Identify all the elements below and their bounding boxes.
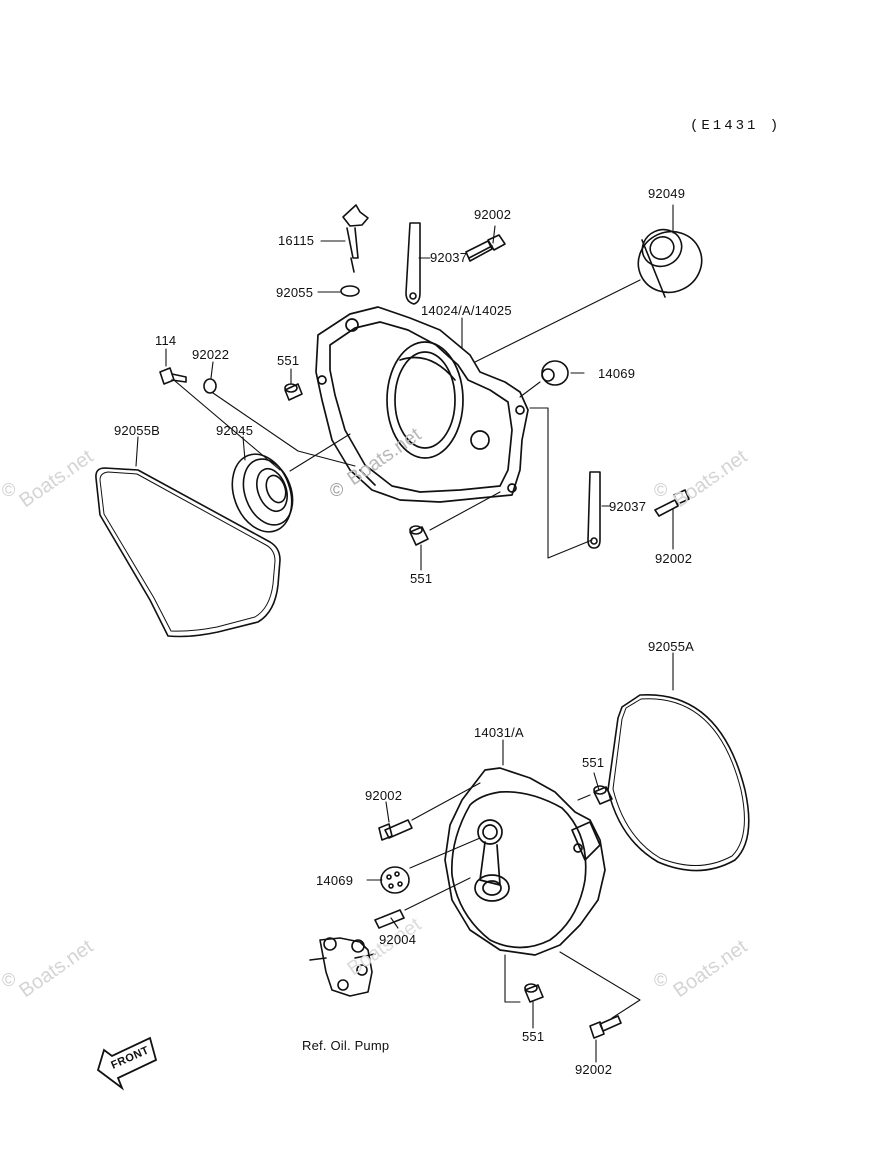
strap-right bbox=[587, 471, 601, 549]
dowel-551-d bbox=[524, 983, 544, 1003]
part-label-92037: 92037 bbox=[430, 250, 468, 265]
part-label-14024: 14024/A/14025 bbox=[421, 303, 512, 318]
dowel-551-c bbox=[593, 785, 613, 805]
bearing-92045 bbox=[231, 453, 294, 533]
diagram-code: (E1431 ) bbox=[690, 118, 782, 134]
copyright-icon: © bbox=[654, 480, 668, 500]
part-label-92055: 92055 bbox=[276, 285, 314, 300]
part-label-92055A: 92055A bbox=[648, 639, 695, 654]
part-label-92049: 92049 bbox=[648, 186, 686, 201]
part-label-92022: 92022 bbox=[192, 347, 230, 362]
lower-cover bbox=[444, 767, 606, 956]
part-label-92004: 92004 bbox=[379, 932, 417, 947]
stud-92004 bbox=[374, 909, 405, 929]
copyright-icon: © bbox=[654, 970, 668, 990]
bushing-lower bbox=[380, 866, 410, 894]
part-label-14069: 14069 bbox=[598, 366, 636, 381]
front-arrow bbox=[96, 1036, 158, 1091]
dipstick bbox=[342, 204, 369, 273]
copyright-icon: © bbox=[2, 480, 16, 500]
part-label-551: 551 bbox=[277, 353, 300, 368]
part-label-oil-pump: Ref. Oil. Pump bbox=[302, 1038, 390, 1053]
part-label-92002: 92002 bbox=[365, 788, 403, 803]
oil-pump bbox=[309, 937, 376, 997]
leader-lines-lower bbox=[366, 652, 674, 1063]
strap-upper bbox=[405, 222, 421, 305]
bolt-bottom bbox=[589, 1015, 622, 1039]
dowel-551-b bbox=[409, 525, 429, 546]
part-label-92055B: 92055B bbox=[114, 423, 161, 438]
copyright-icon: © bbox=[2, 970, 16, 990]
part-label-551: 551 bbox=[522, 1029, 545, 1044]
seal-92049 bbox=[637, 228, 703, 298]
copyright-icon: © bbox=[330, 480, 344, 500]
washer-92022 bbox=[203, 378, 217, 394]
part-label-92002: 92002 bbox=[655, 551, 693, 566]
part-label-14069: 14069 bbox=[316, 873, 354, 888]
part-label-92002: 92002 bbox=[474, 207, 512, 222]
gasket-92055B bbox=[95, 467, 281, 638]
part-label-92037: 92037 bbox=[609, 499, 647, 514]
part-label-14031: 14031/A bbox=[474, 725, 524, 740]
bolt-114 bbox=[159, 367, 187, 385]
oring-92055 bbox=[340, 285, 360, 297]
part-label-92002: 92002 bbox=[575, 1062, 613, 1077]
gasket-92055A bbox=[607, 694, 750, 872]
part-label-551: 551 bbox=[410, 571, 433, 586]
upper-cover bbox=[315, 306, 529, 503]
part-label-16115: 16115 bbox=[278, 233, 315, 248]
bolt-right bbox=[654, 489, 690, 517]
dowel-551-a bbox=[284, 383, 303, 401]
part-label-114: 114 bbox=[155, 333, 177, 348]
part-label-92045: 92045 bbox=[216, 423, 254, 438]
bolt-lower-left bbox=[378, 819, 413, 841]
bolt-upper bbox=[465, 234, 506, 262]
leader-lines-upper bbox=[135, 204, 674, 571]
bushing-upper bbox=[541, 360, 569, 386]
part-label-551: 551 bbox=[582, 755, 605, 770]
